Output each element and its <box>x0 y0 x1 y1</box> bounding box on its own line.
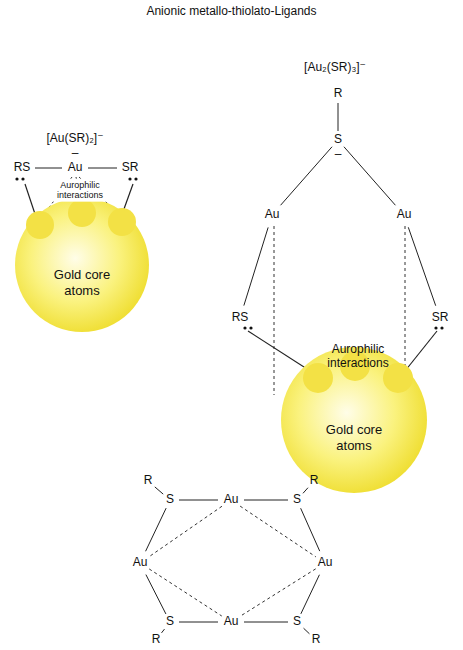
aurophilic-contact <box>149 506 222 556</box>
lone-pair-dot <box>128 177 131 180</box>
interaction-note: Aurophilic interactions <box>318 343 398 371</box>
atom-label: S <box>334 133 342 147</box>
bond-line <box>35 168 62 169</box>
bond-line <box>179 500 218 501</box>
thiolate-label: SR <box>122 161 139 175</box>
bond-line <box>281 147 332 205</box>
bond-line <box>162 629 165 633</box>
bond-line <box>301 508 320 551</box>
bond-line <box>301 575 320 614</box>
aurophilic-contact <box>240 506 316 557</box>
sphere-shape <box>14 197 150 333</box>
bond-line <box>146 508 167 551</box>
atom-label: R <box>144 474 153 488</box>
atom-label: S <box>166 615 174 629</box>
atom-label: Au <box>265 208 280 222</box>
lone-pair-dot <box>243 326 246 329</box>
lone-pair-dot <box>21 177 24 180</box>
complex-formula: [Au₂(SR)₃]⁻ <box>304 61 366 75</box>
aurophilic-contact <box>240 569 315 616</box>
atom-label: S <box>166 493 174 507</box>
atom-label: Au <box>224 493 239 507</box>
bond-line <box>179 622 218 623</box>
core-label: Gold core atoms <box>314 422 394 453</box>
lone-pair-dot <box>440 326 443 329</box>
atom-label: R <box>312 633 321 647</box>
atom-label: R <box>310 474 319 488</box>
surface-atom <box>108 208 136 236</box>
thiolate-label: RS <box>232 311 249 325</box>
charge-sign: – <box>72 147 79 161</box>
atom-label: Au <box>68 161 83 175</box>
bond-line <box>344 147 395 205</box>
surface-atom <box>26 211 54 239</box>
complex-formula: [Au(SR)₂]⁻ <box>47 132 104 146</box>
atom-label: Au <box>397 208 412 222</box>
charge-sign: – <box>335 148 342 162</box>
figure-title: Anionic metallo-thiolato-Ligands <box>146 5 316 19</box>
bond-line <box>303 488 308 494</box>
atom-label: Au <box>318 556 333 570</box>
aurophilic-contact <box>149 569 222 616</box>
bond-line <box>88 168 117 169</box>
atom-label: S <box>293 615 301 629</box>
bond-line <box>338 103 339 131</box>
interaction-note: Aurophilic interactions <box>49 179 111 202</box>
gold-core-sphere: Gold core atoms <box>14 197 150 333</box>
lone-pair-dot <box>434 326 437 329</box>
aurophilic-contact <box>274 226 275 395</box>
bond-line <box>146 575 166 614</box>
atom-label: Au <box>224 615 239 629</box>
surface-atom <box>68 199 96 227</box>
lone-pair-dot <box>134 177 137 180</box>
bond-line <box>244 227 268 305</box>
core-label: Gold core atoms <box>46 267 118 298</box>
bond-line <box>408 227 435 305</box>
bond-line <box>155 487 163 494</box>
bond-line <box>244 622 288 623</box>
atom-label: Au <box>133 556 148 570</box>
thiolate-label: RS <box>14 161 31 175</box>
bond-line <box>244 500 288 501</box>
atom-label: R <box>152 633 161 647</box>
lone-pair-dot <box>249 326 252 329</box>
lone-pair-dot <box>15 177 18 180</box>
bond-line <box>304 628 310 634</box>
atom-label: R <box>334 87 343 101</box>
thiolate-label: SR <box>432 311 449 325</box>
atom-label: S <box>293 493 301 507</box>
